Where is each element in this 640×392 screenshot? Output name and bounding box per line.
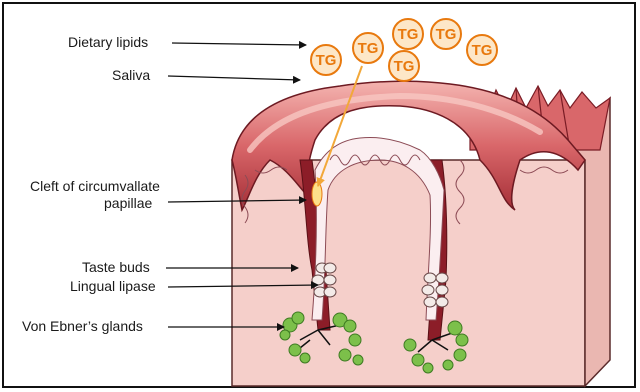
tg-molecule: TG [393, 19, 423, 49]
arrow-dietary-lipids [172, 43, 306, 45]
tg-molecules: TG TG TG TG TG TG [311, 19, 497, 81]
tg-molecule-label: TG [316, 52, 337, 69]
tg-molecule: TG [353, 33, 383, 63]
tg-molecule-label: TG [398, 26, 419, 43]
tg-molecule-label: TG [358, 40, 379, 57]
label-taste-buds: Taste buds [82, 259, 150, 276]
tg-molecule: TG [389, 51, 419, 81]
tg-molecule-label: TG [436, 26, 457, 43]
tg-molecule: TG [467, 35, 497, 65]
tg-molecule-label: TG [472, 42, 493, 59]
label-dietary-lipids: Dietary lipids [68, 34, 148, 51]
arrow-saliva [168, 76, 300, 80]
tg-molecule: TG [311, 45, 341, 75]
label-saliva: Saliva [112, 67, 150, 84]
tg-molecule-label: TG [394, 58, 415, 75]
label-von-ebner: Von Ebner’s glands [22, 318, 143, 335]
cleft-opening [312, 182, 322, 206]
tg-molecule: TG [431, 19, 461, 49]
taste-buds-left [312, 263, 336, 297]
label-lingual-lipase: Lingual lipase [70, 278, 156, 295]
label-cleft-line1: Cleft of circumvallate [30, 178, 160, 195]
label-cleft-line2: papillae [104, 195, 152, 212]
